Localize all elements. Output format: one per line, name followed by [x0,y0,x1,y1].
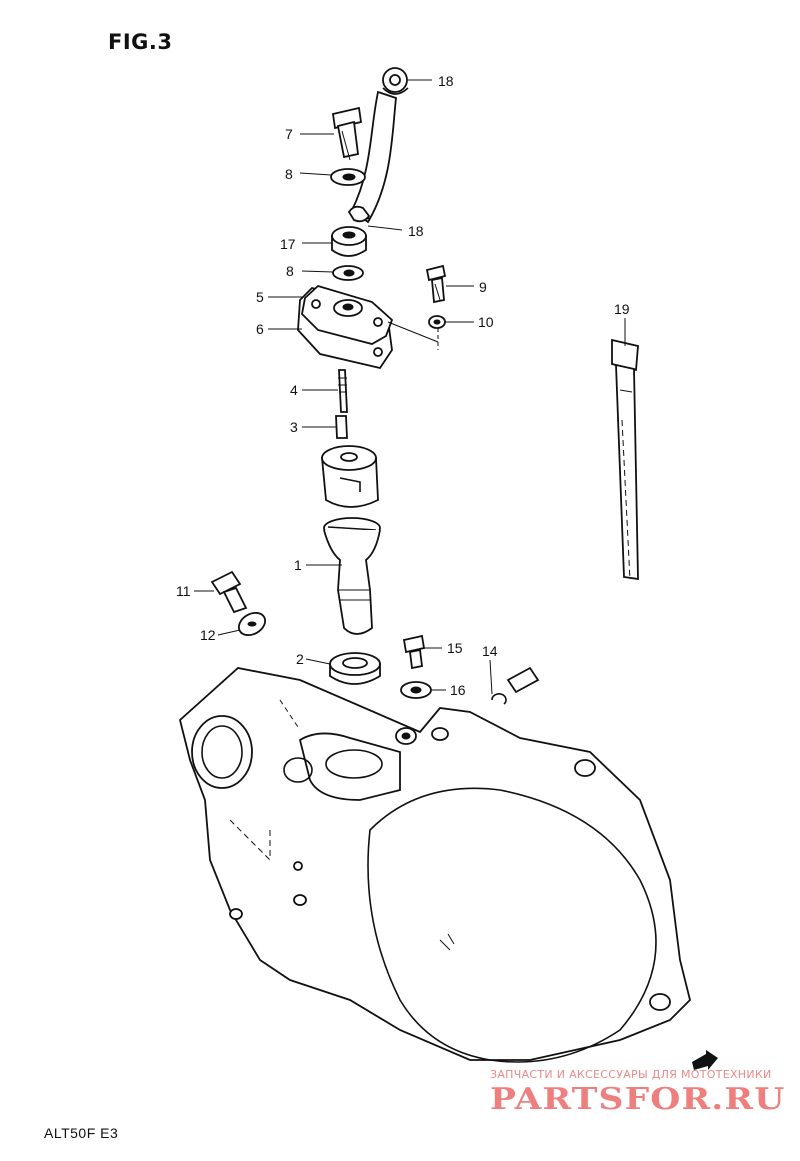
callout-7: 7 [285,126,293,142]
leader-lines [194,79,626,695]
callout-19: 19 [614,301,630,317]
callout-15: 15 [447,640,463,656]
bolt-11 [210,570,248,614]
dowel-pin [506,666,540,694]
watermark-tagline: ЗАПЧАСТИ И АКСЕССУАРЫ ДЛЯ МОТОТЕХНИКИ [490,1068,772,1081]
washer-8-lower [332,265,364,281]
watermark-brand-logo: PARTSFOR.RU [490,1082,786,1117]
callout-10: 10 [478,314,494,330]
callout-12: 12 [200,627,216,643]
diagram-code: ALT50F E3 [44,1125,119,1141]
callout-18-upper: 18 [438,73,454,89]
pin-4 [338,369,348,413]
callout-8-upper: 8 [285,166,293,182]
dipstick-19 [611,338,639,581]
shaft-1 [323,517,381,635]
callout-1: 1 [294,557,302,573]
callout-5: 5 [256,289,264,305]
callout-8-lower: 8 [286,263,294,279]
cover-plate-5-and-gasket-6 [297,284,439,370]
callout-17: 17 [280,236,296,252]
bolt-7 [331,106,363,161]
figure-title: FIG.3 [108,30,173,54]
callout-2: 2 [296,651,304,667]
callout-11: 11 [176,583,191,599]
callout-numbers: 18 7 8 18 17 8 9 5 10 6 19 4 3 1 11 12 1… [176,73,630,698]
washer-8-upper [330,168,366,186]
washer-16 [400,681,432,699]
clip-14 [491,693,507,705]
washer-10 [428,315,446,329]
callout-9: 9 [479,279,487,295]
callout-16: 16 [450,682,466,698]
pin-3 [335,415,348,439]
bolt-15 [402,634,426,670]
crankcase-cover [178,667,691,1063]
shaft-sleeve [321,445,379,508]
oil-seal-2 [329,652,381,685]
bolt-9 [425,264,447,304]
callout-6: 6 [256,321,264,337]
callout-18-lower: 18 [408,223,424,239]
callout-14: 14 [482,643,498,659]
union-17 [331,226,367,257]
fwd-arrow-icon [692,1050,718,1070]
callout-4: 4 [290,382,298,398]
callout-3: 3 [290,419,298,435]
washer-12 [237,611,267,637]
breather-hose [347,67,409,224]
